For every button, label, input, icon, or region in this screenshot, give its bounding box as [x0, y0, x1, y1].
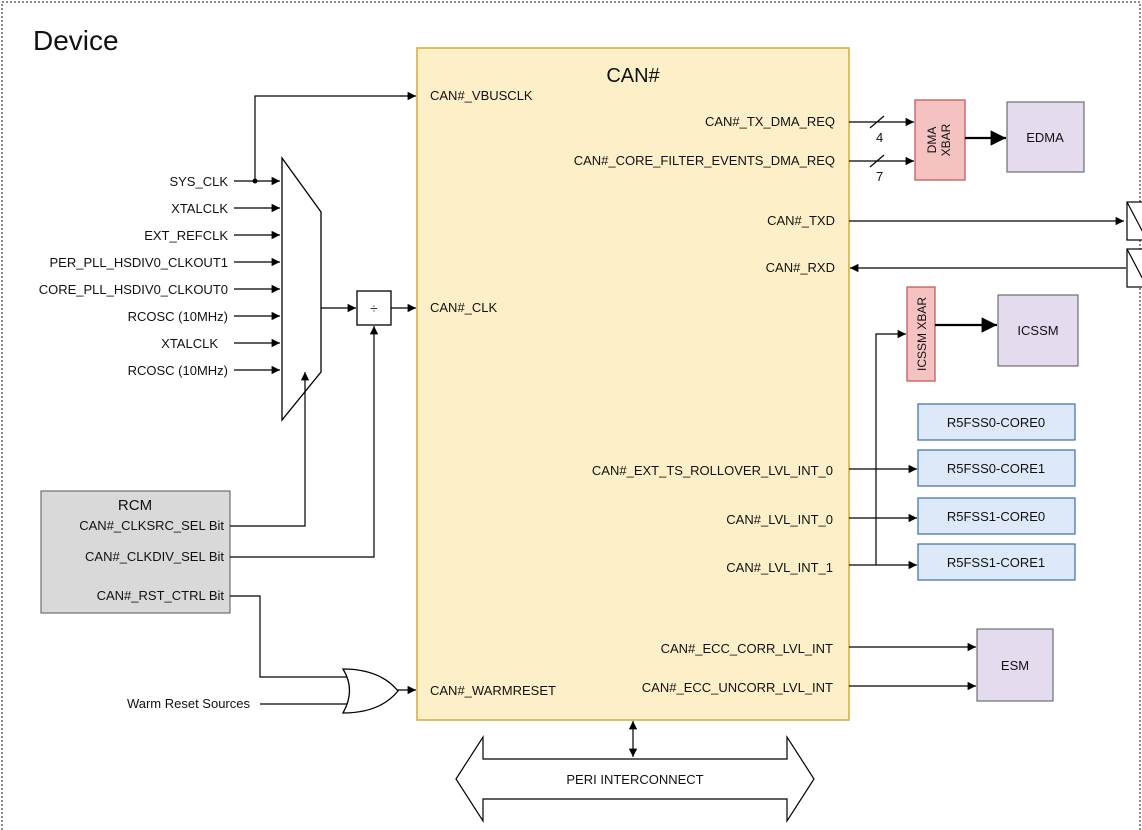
clksrc-sel-wire: [230, 372, 310, 527]
rcm-title: RCM: [118, 497, 152, 514]
can-ecc-corr-label: CAN#_ECC_CORR_LVL_INT: [661, 641, 833, 656]
rxd-pad-cross: [1126, 248, 1142, 279]
can-ecc-uncorr-label: CAN#_ECC_UNCORR_LVL_INT: [642, 680, 833, 695]
can-rxd-label: CAN#_RXD: [766, 260, 835, 275]
or-gate: [341, 668, 399, 714]
can-block: [416, 47, 850, 721]
clock-source-label: XTALCLK: [161, 336, 218, 351]
can-core-filter-dma-req-label: CAN#_CORE_FILTER_EVENTS_DMA_REQ: [574, 153, 835, 168]
can-ext-ts-rollover-label: CAN#_EXT_TS_ROLLOVER_LVL_INT_0: [592, 463, 833, 478]
rxd-pad: [1126, 248, 1142, 288]
clock-source-label: SYS_CLK: [169, 174, 228, 189]
can-title: CAN#: [606, 65, 660, 87]
tx-bus-width: 4: [876, 130, 883, 145]
icssm-xbar-label: ICSSM XBAR: [915, 297, 929, 371]
core-block: [917, 497, 1076, 535]
peri-interconnect-bus: [455, 734, 815, 824]
clock-source-label: RCOSC (10MHz): [128, 309, 228, 324]
warm-reset-sources-label: Warm Reset Sources: [127, 696, 251, 711]
interrupt-to-icssm-xbar-wire: [875, 329, 906, 565]
rcm-block: [40, 490, 231, 614]
rst-ctrl-wire: [230, 595, 353, 678]
core-label: R5FSS1-CORE0: [947, 509, 1045, 524]
divider-symbol: ÷: [370, 301, 377, 316]
clock-source-label: RCOSC (10MHz): [128, 363, 228, 378]
can-lvl-int-1-label: CAN#_LVL_INT_1: [726, 560, 833, 575]
can-txd-label: CAN#_TXD: [767, 213, 835, 228]
core-block: [917, 543, 1076, 581]
can-clk-label: CAN#_CLK: [430, 300, 498, 315]
clkdiv-sel-wire: [230, 326, 379, 558]
txd-pad-cross: [1126, 201, 1142, 232]
esm-label: ESM: [1001, 658, 1029, 673]
core-label: R5FSS0-CORE0: [947, 415, 1045, 430]
sys-clk-junction: [252, 178, 258, 184]
can-tx-dma-req-label: CAN#_TX_DMA_REQ: [705, 114, 835, 129]
peri-interconnect-label: PERI INTERCONNECT: [566, 772, 703, 787]
can-warmreset-label: CAN#_WARMRESET: [430, 683, 556, 698]
filter-dma-bus-slash: [869, 154, 885, 168]
rcm-rst-ctrl-label: CAN#_RST_CTRL Bit: [97, 588, 225, 603]
edma-block: [1006, 101, 1085, 173]
edma-label: EDMA: [1026, 130, 1064, 145]
icssm-xbar-block: [906, 286, 936, 382]
rcm-clksrc-sel-label: CAN#_CLKSRC_SEL Bit: [79, 518, 224, 533]
device-title: Device: [33, 25, 119, 56]
icssm-block: [997, 294, 1079, 367]
core-label: R5FSS0-CORE1: [947, 461, 1045, 476]
tx-dma-bus-slash: [869, 115, 885, 129]
icssm-label: ICSSM: [1017, 323, 1058, 338]
txd-pad: [1126, 201, 1142, 241]
vbusclk-wire: [254, 91, 416, 181]
dma-xbar-line1: DMA: [925, 127, 939, 154]
clock-source-label: CORE_PLL_HSDIV0_CLKOUT0: [39, 282, 228, 297]
core-block: [917, 449, 1076, 487]
core-label: R5FSS1-CORE1: [947, 555, 1045, 570]
can-vbusclk-label: CAN#_VBUSCLK: [430, 88, 533, 103]
core-block: [917, 403, 1076, 441]
clock-source-label: PER_PLL_HSDIV0_CLKOUT1: [50, 255, 228, 270]
rcm-clkdiv-sel-label: CAN#_CLKDIV_SEL Bit: [85, 549, 224, 564]
dma-xbar-block: [914, 99, 966, 181]
clock-source-label: XTALCLK: [171, 201, 228, 216]
filter-bus-width: 7: [876, 169, 883, 184]
dma-xbar-line2: XBAR: [939, 123, 953, 156]
can-lvl-int-0-label: CAN#_LVL_INT_0: [726, 512, 833, 527]
clock-mux: [281, 155, 322, 422]
esm-block: [976, 628, 1054, 702]
clock-source-label: EXT_REFCLK: [144, 228, 228, 243]
